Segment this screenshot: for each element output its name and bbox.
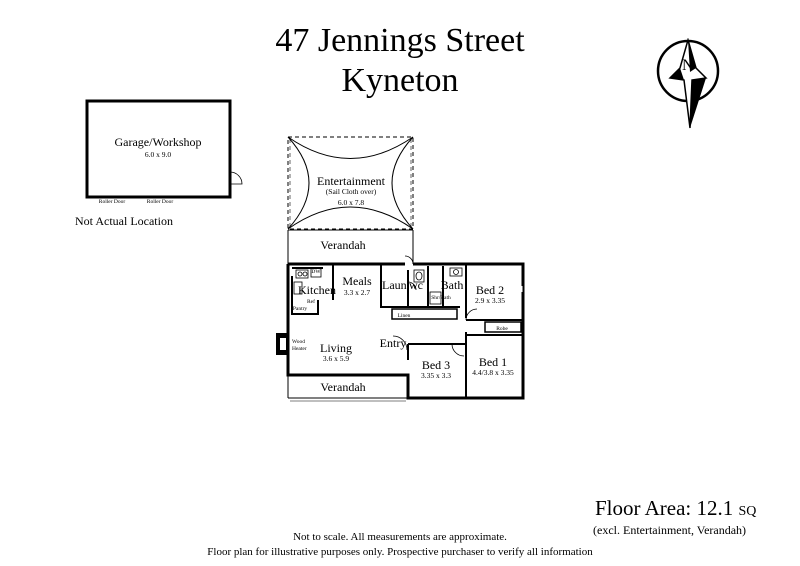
floor-area-exclusions: (excl. Entertainment, Verandah) bbox=[593, 523, 747, 537]
bath-label: Bath bbox=[441, 278, 464, 292]
roller-door-right: Roller Door bbox=[147, 199, 174, 205]
floor-area-unit: SQ bbox=[738, 504, 757, 519]
bed1-label: Bed 1 bbox=[479, 355, 507, 369]
wood-heater-line2: Heater bbox=[292, 346, 307, 352]
north-letter: N bbox=[682, 57, 694, 74]
disclaimer-line1: Not to scale. All measurements are appro… bbox=[293, 531, 507, 543]
garage-location-note: Not Actual Location bbox=[75, 214, 173, 228]
fixtures bbox=[293, 267, 463, 305]
bed1-size: 4.4/3.8 x 3.35 bbox=[472, 368, 514, 377]
floor-area-label: Floor Area: 12.1 bbox=[595, 496, 734, 520]
entertainment-size: 6.0 x 7.8 bbox=[338, 198, 365, 207]
meals-size: 3.3 x 2.7 bbox=[344, 288, 371, 297]
bed2-label: Bed 2 bbox=[476, 283, 504, 297]
wood-heater-line1: Wood bbox=[292, 339, 305, 345]
wc-label: wc bbox=[409, 278, 423, 292]
laundry-label: Laun bbox=[382, 278, 407, 292]
roller-door-left: Roller Door bbox=[99, 199, 126, 205]
living-label: Living bbox=[320, 341, 352, 355]
linen-label: Linen bbox=[398, 313, 411, 319]
kitchen-label: Kitchen bbox=[298, 283, 336, 297]
ref-label: Ref bbox=[307, 298, 315, 305]
address-title: 47 Jennings Street bbox=[275, 22, 525, 59]
suburb-title: Kyneton bbox=[341, 62, 459, 99]
entry-label: Entry bbox=[380, 336, 407, 350]
verandah-top-label: Verandah bbox=[320, 238, 365, 252]
dw-label: DW bbox=[311, 269, 321, 275]
pantry-label: Pantry bbox=[293, 306, 308, 312]
garage-block: Garage/Workshop 6.0 x 9.0 Roller Door Ro… bbox=[85, 99, 243, 205]
interior-walls bbox=[291, 264, 523, 398]
garage-size: 6.0 x 9.0 bbox=[145, 150, 172, 159]
shower-bath-label: Shr/Bath bbox=[431, 295, 451, 301]
verandah-top: Verandah bbox=[287, 229, 414, 264]
wood-heater: Wood Heater bbox=[276, 333, 307, 355]
verandah-bottom-label: Verandah bbox=[320, 380, 365, 394]
garage-label: Garage/Workshop bbox=[114, 135, 201, 149]
entertainment-area: Entertainment (Sail Cloth over) 6.0 x 7.… bbox=[287, 136, 414, 230]
bed3-label: Bed 3 bbox=[422, 358, 450, 372]
disclaimer-line2: Floor plan for illustrative purposes onl… bbox=[207, 546, 593, 558]
bed2-size: 2.9 x 3.35 bbox=[475, 296, 505, 305]
door-swings bbox=[392, 255, 478, 357]
verandah-bottom bbox=[287, 375, 408, 402]
meals-label: Meals bbox=[342, 274, 372, 288]
living-size: 3.6 x 5.9 bbox=[323, 354, 350, 363]
bed3-size: 3.35 x 3.3 bbox=[421, 371, 451, 380]
north-arrow-icon: N bbox=[656, 38, 720, 129]
entertainment-sub: (Sail Cloth over) bbox=[326, 187, 377, 196]
entertainment-label: Entertainment bbox=[317, 174, 386, 188]
floor-area: Floor Area: 12.1 SQ bbox=[595, 496, 756, 521]
robe-label: Robe bbox=[496, 326, 508, 332]
